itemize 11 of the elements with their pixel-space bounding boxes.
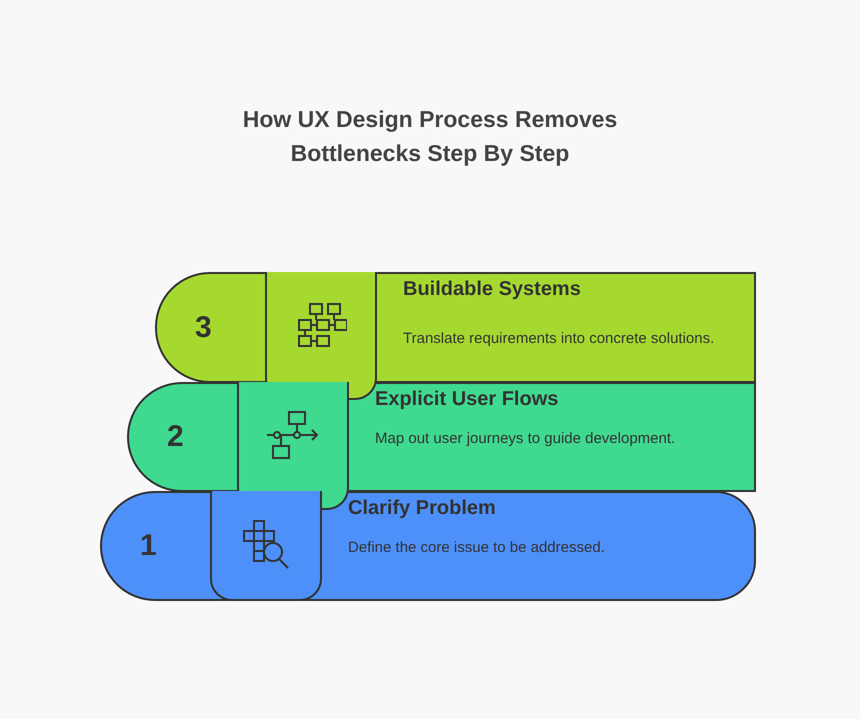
step-number: 1 bbox=[140, 529, 157, 563]
step-description: Define the core issue to be addressed. bbox=[348, 538, 606, 558]
step-description: Map out user journeys to guide development. bbox=[375, 429, 676, 449]
step-number: 3 bbox=[195, 310, 212, 344]
step-number: 2 bbox=[167, 420, 184, 454]
title: How UX Design Process Removes Bottlenecks Step By Step bbox=[242, 105, 618, 168]
step-heading: Clarify Problem bbox=[348, 497, 496, 520]
step-heading: Buildable Systems bbox=[403, 278, 581, 301]
step-band bbox=[100, 491, 756, 601]
step-heading: Explicit User Flows bbox=[375, 388, 558, 411]
step-description: Translate requirements into concrete solutions. bbox=[403, 329, 716, 349]
